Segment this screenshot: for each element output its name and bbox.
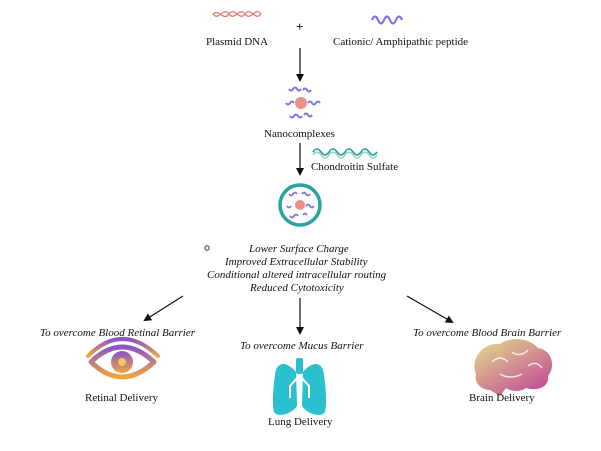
delivery-label-retinal: Retinal Delivery [85, 392, 159, 404]
lungs-bronchi [289, 375, 310, 398]
plasmid-dna-icon [212, 11, 262, 18]
nanocomplexes-label: Nanocomplexes [264, 128, 335, 140]
property-reduced-cytotoxicity: Reduced Cytotoxicity [250, 282, 344, 294]
plasmid-dna-label: Plasmid DNA [206, 36, 269, 48]
coated-nanocomplex-icon [278, 183, 322, 227]
delivery-label-lung: Lung Delivery [268, 416, 333, 428]
peptide-label: Cationic/ Amphipathic peptide [333, 36, 469, 48]
property-extracellular-stability: Improved Extracellular Stability [225, 256, 368, 268]
barrier-label-retinal: To overcome Blood Retinal Barrier [40, 327, 195, 339]
arrow-to-brain [406, 295, 454, 324]
peptide-icon [370, 15, 404, 25]
chondroitin-sulfate-label: Chondroitin Sulfate [311, 161, 399, 173]
nanocomplex-icon [285, 86, 321, 119]
delivery-label-brain: Brain Delivery [469, 392, 535, 404]
bullet-marker [204, 245, 210, 251]
brain-icon [474, 339, 553, 396]
eye-icon [86, 337, 160, 380]
property-lower-surface-charge: Lower Surface Charge [249, 243, 349, 255]
property-intracellular-routing: Conditional altered intracellular routin… [207, 269, 387, 281]
barrier-label-brain: To overcome Blood Brain Barrier [413, 327, 562, 339]
chondroitin-sulfate-icon [312, 148, 378, 159]
lungs-icon [272, 358, 327, 415]
barrier-label-mucus: To overcome Mucus Barrier [240, 340, 364, 352]
plus-sign: + [296, 19, 304, 34]
arrow-to-retinal [143, 295, 184, 322]
